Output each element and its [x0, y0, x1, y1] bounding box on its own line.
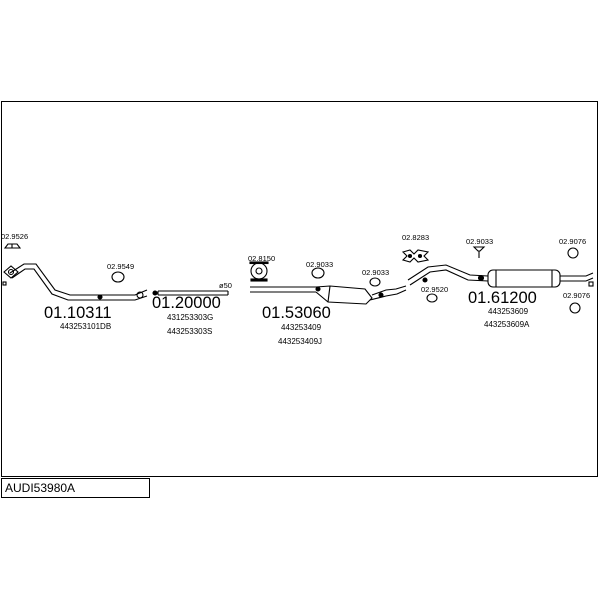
acc-label-02-9076-b: 02.9076: [563, 291, 590, 300]
oem-front-pipe-1: 443253101DB: [60, 322, 111, 331]
front-pipe-shape: [2, 263, 148, 301]
acc-label-02-9076-a: 02.9076: [559, 237, 586, 246]
part-number-rear-muffler: 01.61200: [468, 289, 537, 307]
oem-middle-pipe-1: 431253303G: [167, 313, 213, 322]
diagram-frame: [1, 101, 598, 477]
bracket-02-8283: [401, 249, 430, 263]
pipe-diameter-label: ø50: [219, 281, 232, 290]
acc-label-02-9033-b: 02.9033: [362, 268, 389, 277]
mount-02-8150: [249, 261, 269, 282]
model-code-box: AUDI53980A: [1, 478, 150, 498]
oem-middle-pipe-2: 443253303S: [167, 327, 212, 336]
oem-center-muffler-2: 443253409J: [278, 337, 322, 346]
clamp-02-9526: [3, 243, 22, 249]
ring-02-9076-a: [567, 247, 579, 259]
acc-label-02-8150: 02.8150: [248, 254, 275, 263]
rear-muffler-shape: [407, 264, 594, 288]
ring-02-9033-a: [311, 267, 325, 279]
part-number-center-muffler: 01.53060: [262, 304, 331, 322]
oem-rear-muffler-1: 443253609: [488, 307, 529, 316]
ring-02-9076-b: [569, 302, 581, 314]
center-muffler-shape: [250, 285, 407, 305]
model-code: AUDI53980A: [5, 481, 76, 495]
middle-pipe-shape: [152, 290, 229, 296]
clamp-02-9033-c: [472, 246, 486, 258]
part-number-front-pipe: 01.10311: [44, 304, 112, 322]
oem-rear-muffler-2: 443253609A: [484, 320, 530, 329]
acc-label-02-9033-c: 02.9033: [466, 237, 493, 246]
acc-label-02-9033-a: 02.9033: [306, 260, 333, 269]
oem-center-muffler-1: 443253409: [281, 323, 322, 332]
part-number-middle-pipe: 01.20000: [152, 294, 221, 312]
ring-02-9520: [426, 293, 438, 303]
acc-label-02-9520: 02.9520: [421, 285, 448, 294]
ring-02-9033-b: [369, 277, 381, 287]
acc-label-02-8283: 02.8283: [402, 233, 429, 242]
ring-02-9549: [111, 271, 125, 283]
acc-label-02-9526: 02.9526: [1, 232, 28, 241]
acc-label-02-9549: 02.9549: [107, 262, 134, 271]
